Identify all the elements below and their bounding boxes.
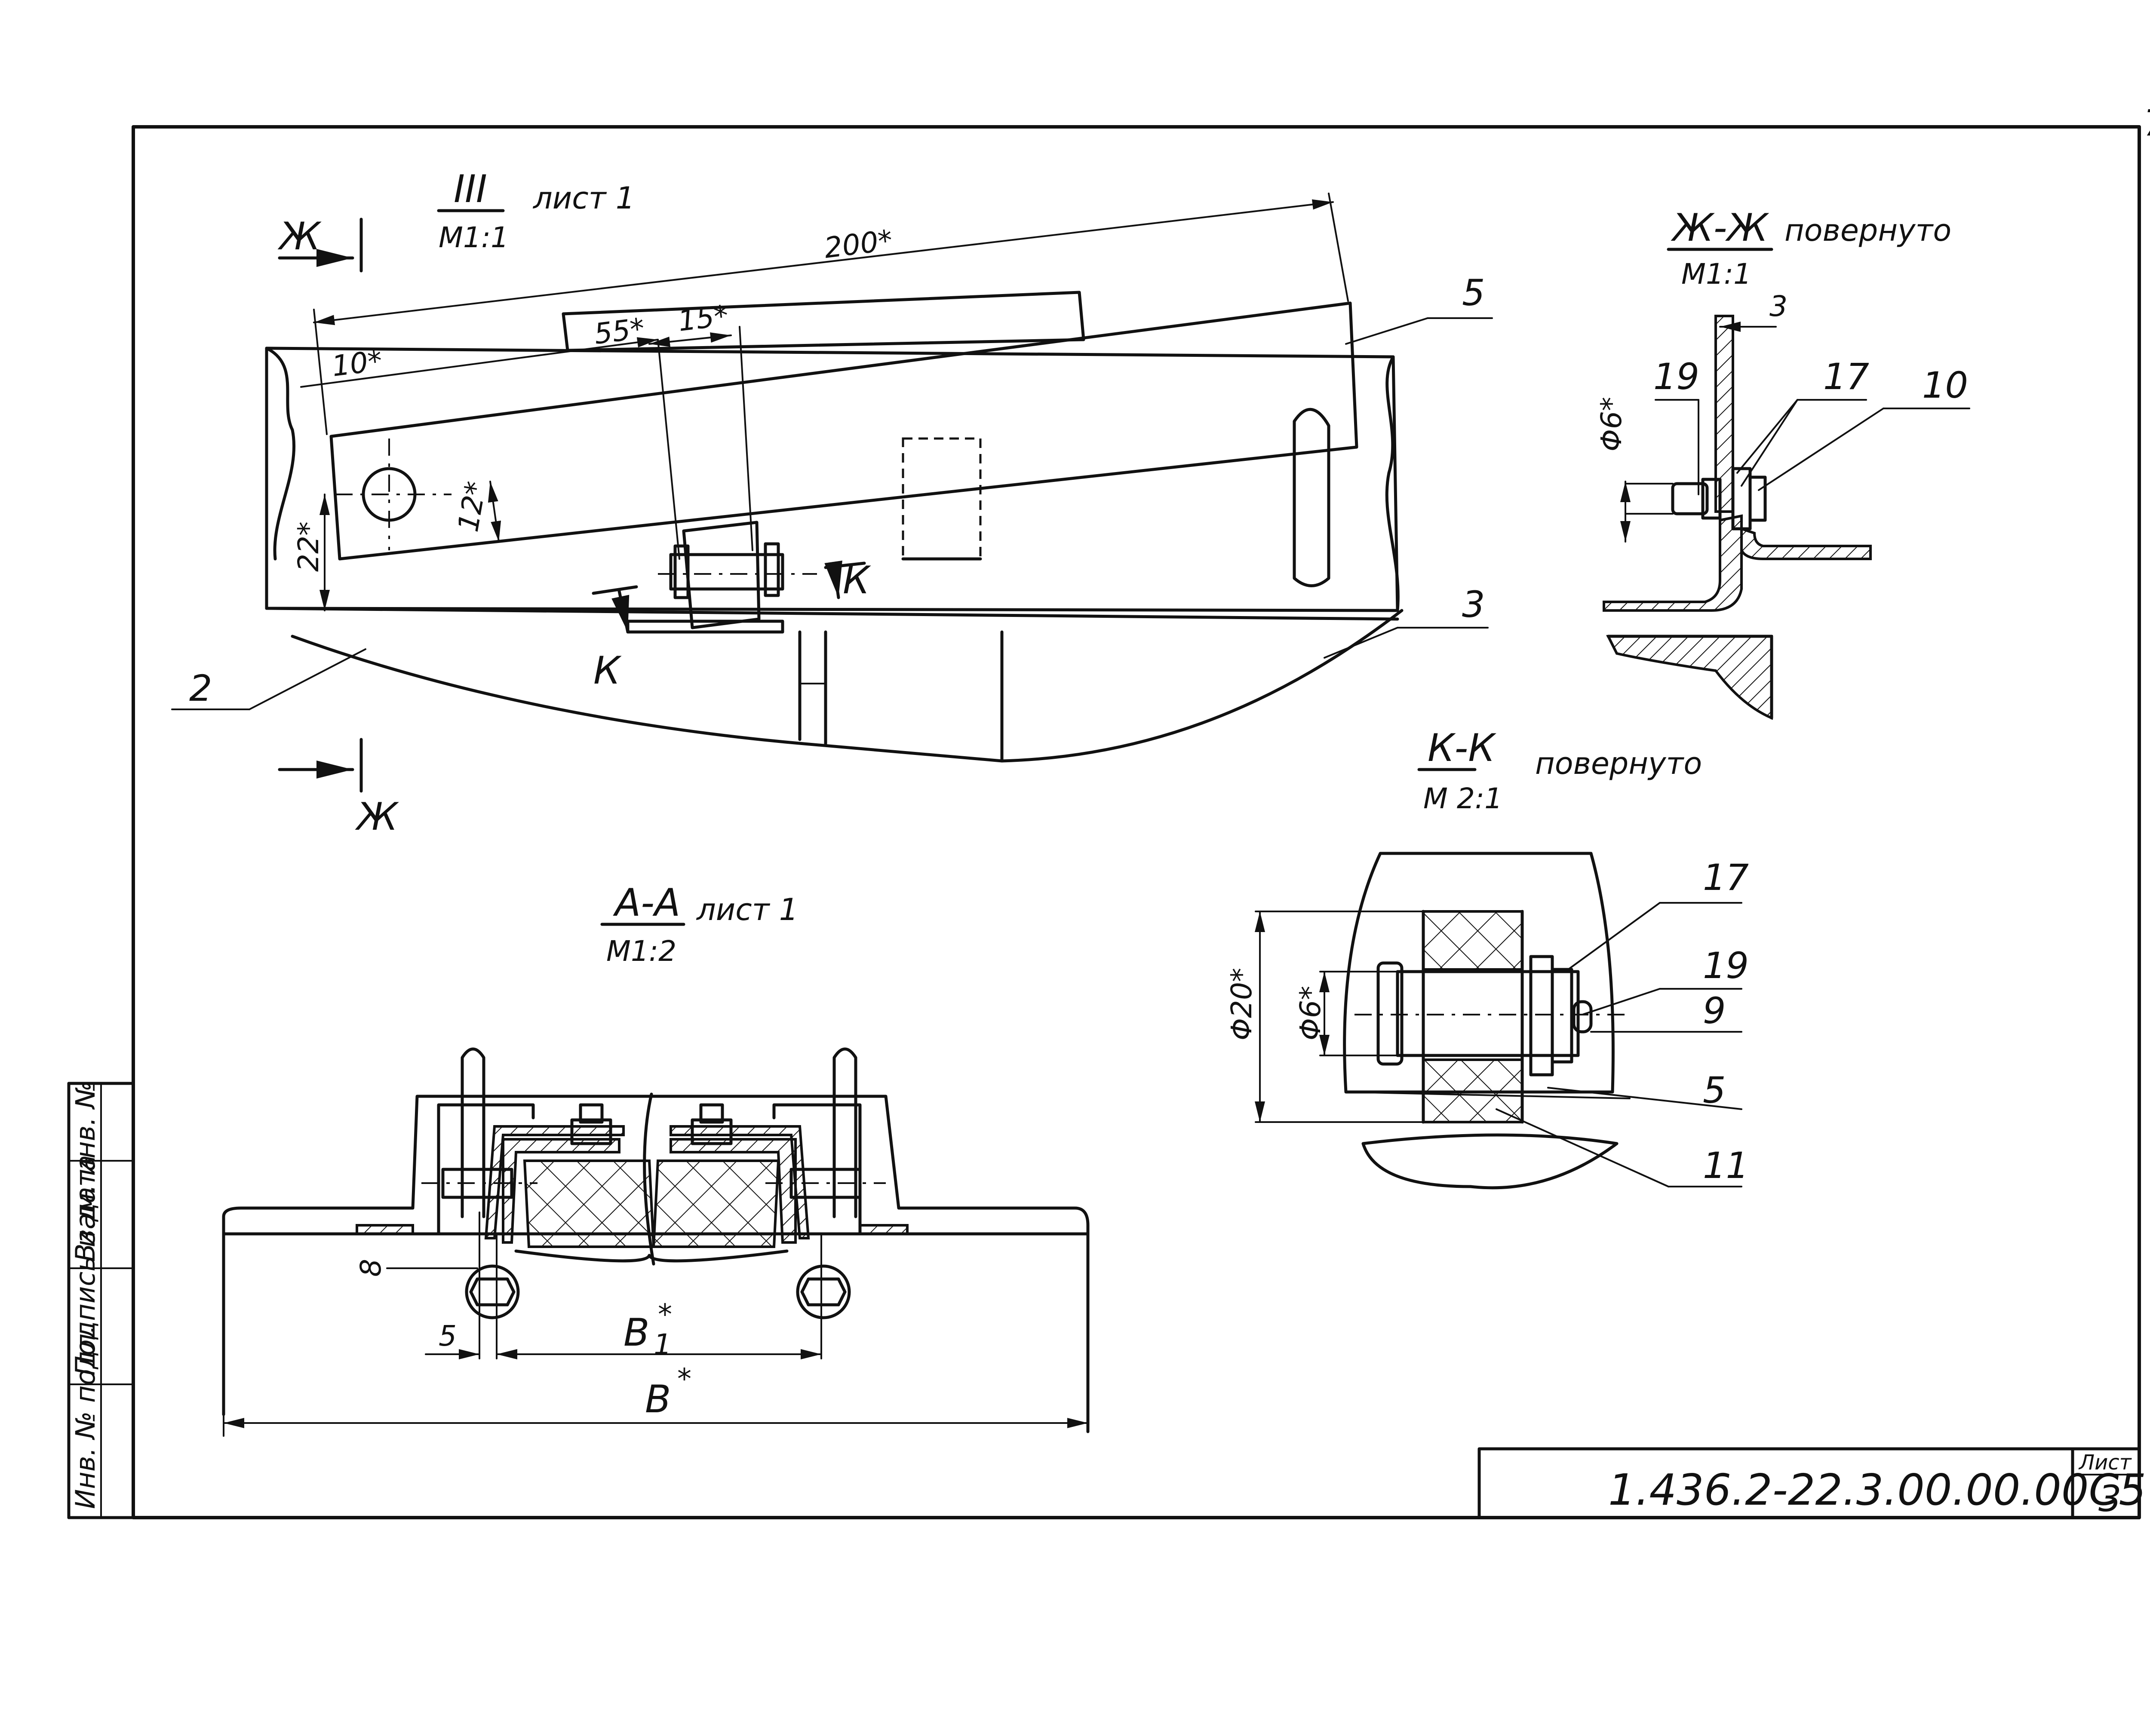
view-iii-note: лист 1 bbox=[532, 181, 635, 216]
cut-mark-zh-bottom: Ж bbox=[355, 794, 399, 839]
dim-zh-phi6: Φ6* bbox=[1595, 397, 1628, 451]
dim-aa-b-star: * bbox=[677, 1362, 691, 1396]
view-zh-scale: М1:1 bbox=[1681, 258, 1751, 291]
view-zh-note: повернуто bbox=[1784, 213, 1951, 248]
dim-200: 200* bbox=[823, 224, 894, 265]
view-section-zh: Ж-Ж М1:1 повернуто 3 Φ6* 19 17 bbox=[1595, 205, 1970, 720]
view-kk-note: повернуто bbox=[1535, 746, 1702, 781]
view-section-aa: А-А М1:2 лист 1 bbox=[222, 880, 1090, 1437]
callout-iii-5: 5 bbox=[1462, 272, 1485, 314]
dim-22: 22* bbox=[292, 521, 325, 572]
stamp-cell-replace: Взам. инв. № bbox=[70, 1081, 101, 1262]
dim-kk-phi6: Φ6* bbox=[1294, 986, 1327, 1040]
base-plate bbox=[265, 347, 1399, 612]
callout-kk-9: 9 bbox=[1703, 990, 1726, 1032]
title-block: 1.436.2-22.3.00.00.00С5 Лист 3 bbox=[1477, 1447, 2146, 1520]
sheet-label: Лист bbox=[2078, 1451, 2132, 1475]
dim-aa-b1: В bbox=[624, 1310, 649, 1355]
view-kk-scale: М 2:1 bbox=[1423, 782, 1502, 815]
view-iii-title: III bbox=[454, 167, 487, 211]
dim-aa-b1-star: * bbox=[658, 1298, 672, 1331]
drawing-designation: 1.436.2-22.3.00.00.00С5 bbox=[1608, 1465, 2146, 1515]
callout-zh-19: 19 bbox=[1653, 356, 1699, 398]
lever-bar bbox=[329, 301, 1358, 561]
dim-aa-8: 8 bbox=[354, 1259, 387, 1277]
callout-kk-11: 11 bbox=[1703, 1144, 1749, 1187]
callout-iii-2: 2 bbox=[189, 667, 212, 709]
view-kk-title: К-К bbox=[1428, 726, 1496, 770]
sheet-number: 3 bbox=[2098, 1478, 2121, 1520]
callout-kk-17: 17 bbox=[1703, 856, 1749, 899]
callout-zh-10: 10 bbox=[1922, 364, 1968, 406]
pin-right bbox=[1293, 408, 1330, 587]
dim-aa-b1-sub: 1 bbox=[654, 1328, 672, 1361]
view-iii-scale: М1:1 bbox=[439, 221, 509, 254]
dim-aa-5: 5 bbox=[439, 1319, 457, 1353]
view-zh-title: Ж-Ж bbox=[1671, 205, 1769, 250]
page-number: 7 bbox=[2144, 102, 2150, 144]
callout-kk-5: 5 bbox=[1703, 1069, 1726, 1111]
dim-aa-b: В bbox=[645, 1377, 671, 1421]
dim-10: 10* bbox=[330, 344, 384, 383]
sheet-frame bbox=[132, 125, 2141, 1519]
stamp-cell-inv: Инв. № подл. bbox=[70, 1325, 101, 1509]
callout-zh-17: 17 bbox=[1823, 356, 1869, 398]
dim-12: 12* bbox=[452, 479, 493, 534]
side-stamp: Инв. № подл. Подпись и дата Взам. инв. № bbox=[67, 1081, 135, 1519]
cut-mark-k-left: К bbox=[593, 648, 622, 693]
dim-zh-3: 3 bbox=[1769, 290, 1788, 323]
view-section-kk: К-К М 2:1 повернуто Φ20* Φ6* 17 bbox=[1225, 726, 1749, 1190]
view-aa-scale: М1:2 bbox=[606, 935, 676, 968]
callout-iii-3: 3 bbox=[1462, 583, 1485, 626]
cut-mark-zh-top: Ж bbox=[277, 214, 322, 258]
view-aa-title: А-А bbox=[613, 880, 680, 925]
cut-mark-k-right: К bbox=[843, 558, 871, 602]
view-aa-note: лист 1 bbox=[696, 892, 798, 927]
stamp-cell-sign: Подпись и дата bbox=[70, 1155, 101, 1376]
view-detail-iii: III М1:1 лист 1 Ж bbox=[171, 167, 1493, 839]
dim-kk-phi20: Φ20* bbox=[1225, 968, 1258, 1040]
dim-15: 15* bbox=[676, 299, 730, 338]
callout-kk-19: 19 bbox=[1703, 945, 1749, 987]
